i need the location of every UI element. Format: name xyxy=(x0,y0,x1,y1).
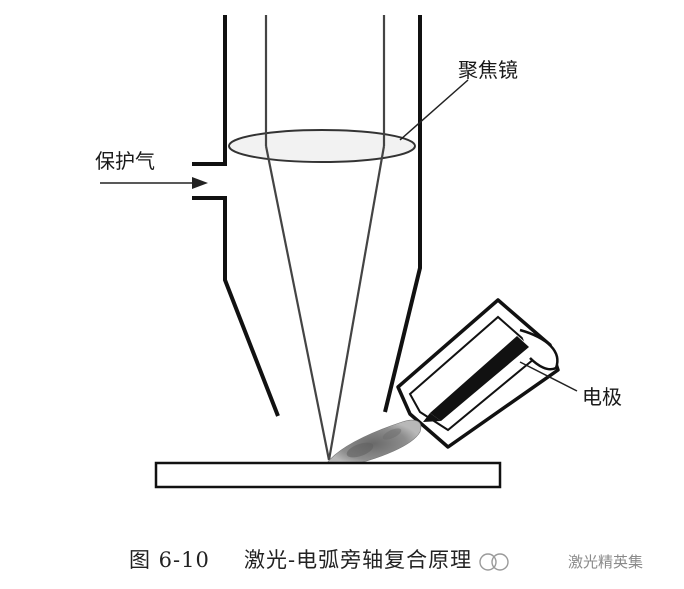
nozzle-left-wall-lower xyxy=(192,196,280,417)
figure-number: 图 6-10 xyxy=(129,548,210,572)
nozzle-left-wall xyxy=(192,15,227,166)
watermark: 激光精英集 xyxy=(479,553,643,571)
laser-nozzle xyxy=(192,15,422,417)
shield-gas-arrow xyxy=(100,177,208,189)
electrode-rod xyxy=(430,336,529,421)
laser-beam xyxy=(264,15,386,461)
electrode-leader-line xyxy=(519,361,578,392)
beam-left-converge xyxy=(264,145,331,461)
arc-plasma xyxy=(325,419,422,468)
focus-lens xyxy=(228,129,416,163)
arc-torch xyxy=(396,298,560,449)
label-electrode: 电极 xyxy=(582,385,622,409)
watermark-text: 激光精英集 xyxy=(568,553,643,571)
electrode-tip xyxy=(423,413,441,422)
torch-end-cap xyxy=(519,328,559,371)
workpiece-plate xyxy=(154,461,502,489)
beam-right-converge xyxy=(327,145,386,461)
figure-title: 激光-电弧旁轴复合原理 xyxy=(244,548,472,572)
lens-leader-line xyxy=(399,79,469,141)
label-shield-gas: 保护气 xyxy=(95,149,155,173)
nozzle-right-wall xyxy=(383,15,422,413)
label-focus-lens: 聚焦镜 xyxy=(458,58,518,82)
watermark-logo-icon xyxy=(479,553,497,571)
